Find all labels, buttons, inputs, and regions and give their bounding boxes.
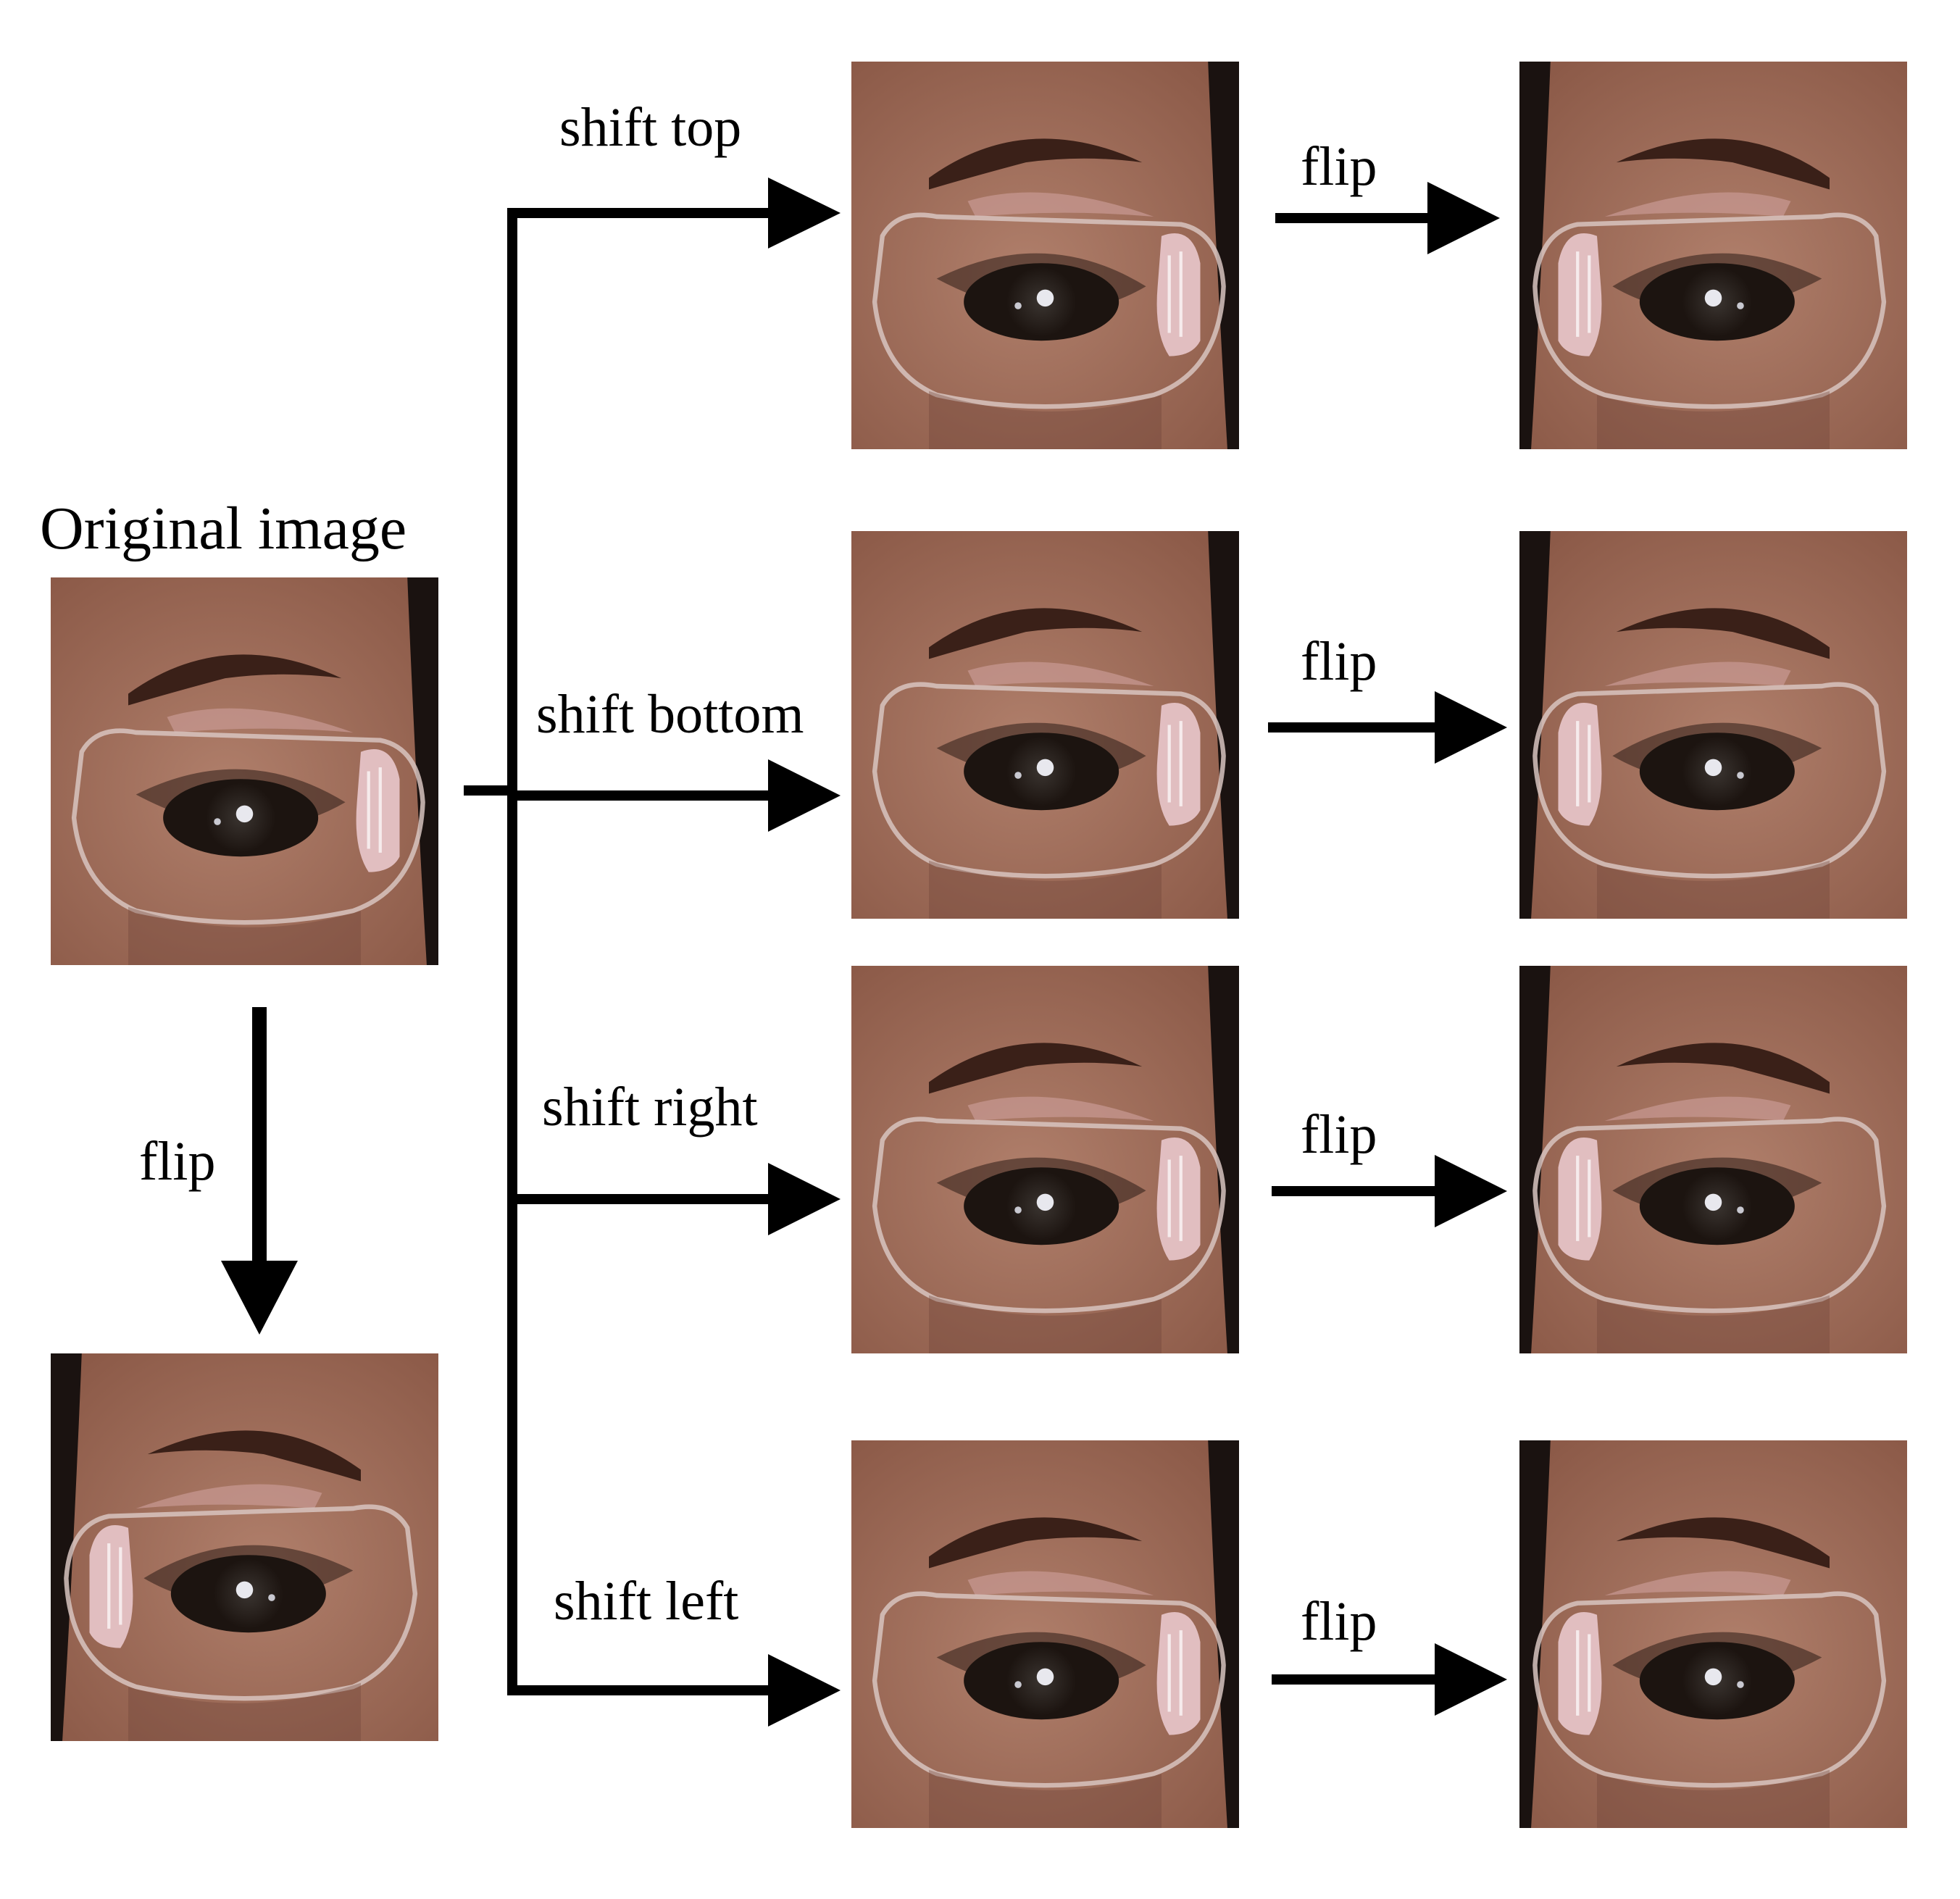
- flip-arrow-head-3: [1435, 1155, 1507, 1227]
- shift-bottom-eye-image: [851, 531, 1239, 919]
- flip-arrow-head-4: [1435, 1643, 1507, 1716]
- shift-left-eye-image: [851, 1440, 1239, 1828]
- shift-top-label: shift top: [559, 97, 742, 158]
- flip-label-2: flip: [1301, 631, 1377, 692]
- shift-bottom-label: shift bottom: [536, 684, 804, 745]
- shift-top-flipped-eye-image: [1519, 62, 1907, 449]
- flipped-original-eye-image: [51, 1353, 438, 1741]
- flip-label-1: flip: [1301, 136, 1377, 197]
- shift-right-flipped-eye-image: [1519, 966, 1907, 1353]
- arrow-head-shift-top: [768, 178, 841, 249]
- arrow-head-shift-left: [768, 1654, 841, 1727]
- original-stub-line: [464, 785, 517, 796]
- arrow-head-shift-right: [768, 1163, 841, 1235]
- flip-arrow-head-1: [1427, 182, 1500, 254]
- flip-label-down: flip: [139, 1131, 216, 1192]
- shift-right-eye-image: [851, 966, 1239, 1353]
- shift-bottom-flipped-eye-image: [1519, 531, 1907, 919]
- original-eye-image: [51, 577, 438, 965]
- trunk-line: [507, 208, 517, 1695]
- flip-arrow-head-2: [1435, 691, 1507, 764]
- shift-right-label: shift right: [542, 1077, 758, 1138]
- flip-label-4: flip: [1301, 1591, 1377, 1652]
- shift-left-flipped-eye-image: [1519, 1440, 1907, 1828]
- flip-arrow-head-down: [221, 1261, 298, 1335]
- shift-top-eye-image: [851, 62, 1239, 449]
- shift-left-label: shift left: [554, 1571, 739, 1632]
- arrow-head-shift-bottom: [768, 759, 841, 832]
- flip-label-3: flip: [1301, 1104, 1377, 1165]
- original-image-title: Original image: [40, 495, 407, 562]
